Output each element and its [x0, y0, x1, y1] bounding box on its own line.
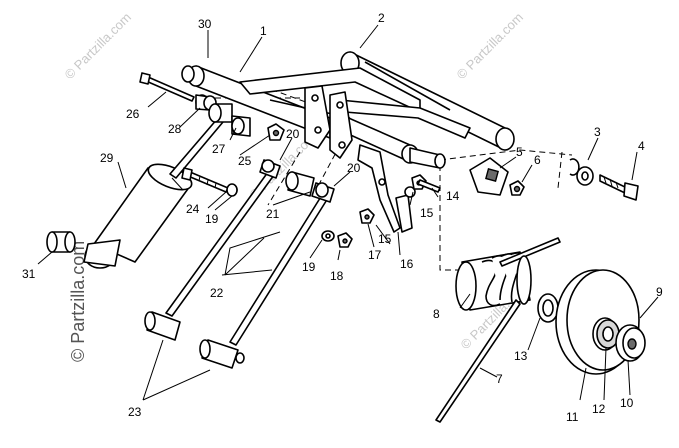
callout-23: 23 [128, 405, 142, 419]
bolt-26 [139, 72, 195, 102]
callout-19-lower: 19 [302, 260, 316, 274]
callout-30: 30 [198, 17, 212, 31]
mount-plate-right [329, 91, 353, 159]
nut-18 [337, 232, 353, 248]
nut-17 [359, 208, 375, 224]
shock-absorber-29 [83, 117, 224, 269]
spacer-23-right [199, 339, 245, 369]
watermark-vertical: © Partzilla.com [68, 241, 88, 362]
watermark: © Partzilla.com [62, 10, 135, 83]
callout-17: 17 [368, 248, 382, 262]
callout-29: 29 [100, 151, 114, 165]
bolt-14 [417, 179, 441, 193]
callout-7: 7 [496, 372, 503, 386]
callout-5: 5 [516, 145, 523, 159]
callout-2: 2 [378, 11, 385, 25]
callout-28: 28 [168, 122, 182, 136]
callout-6: 6 [534, 153, 541, 167]
spring-tail-7 [435, 299, 521, 423]
spacer-10 [615, 324, 646, 362]
callout-25: 25 [238, 154, 252, 168]
callout-1: 1 [260, 24, 267, 38]
mount-plate-left [304, 85, 331, 149]
spacer-23-left [144, 311, 181, 341]
watermark: © Partzilla.com [454, 10, 527, 83]
callout-3: 3 [594, 125, 601, 139]
upper-rod-1 [181, 65, 331, 139]
callout-27: 27 [212, 142, 226, 156]
callout-31: 31 [22, 267, 36, 281]
washer-13 [537, 293, 559, 323]
upper-rod-2 [340, 51, 515, 151]
callout-26: 26 [126, 107, 140, 121]
bracket-16 [357, 144, 413, 233]
callout-13: 13 [514, 349, 528, 363]
link-rod-22-left [165, 159, 281, 317]
callout-22: 22 [210, 286, 224, 300]
callout-24: 24 [186, 202, 200, 216]
nut-6 [509, 180, 525, 196]
callout-12: 12 [592, 402, 606, 416]
callout-14: 14 [446, 189, 460, 203]
spacer-31 [46, 231, 76, 253]
spring-spool-8 [455, 237, 561, 311]
nut-25 [267, 123, 285, 141]
callout-20-lower: 20 [347, 161, 361, 175]
callout-8: 8 [433, 307, 440, 321]
callout-11: 11 [566, 410, 579, 424]
bearing-12 [596, 319, 620, 349]
callout-10: 10 [620, 396, 634, 410]
cross-tube [334, 111, 446, 169]
bolt-4 [599, 174, 639, 201]
callout-18: 18 [330, 269, 344, 283]
washer-19-upper [226, 183, 238, 197]
callout-15-left: 15 [378, 232, 392, 246]
callout-20-upper: 20 [286, 127, 300, 141]
callout-9: 9 [656, 285, 663, 299]
link-rod-22-right [229, 182, 335, 346]
callout-15-right: 15 [420, 206, 434, 220]
callout-4: 4 [638, 139, 645, 153]
callout-19-upper: 19 [205, 212, 219, 226]
washer-19-lower [321, 230, 335, 242]
callout-16: 16 [400, 257, 414, 271]
clip-washer-3 [557, 151, 594, 189]
callout-21: 21 [266, 207, 280, 221]
spacer-27 [208, 103, 251, 137]
plate-5 [469, 157, 509, 196]
spacer-21 [285, 171, 315, 197]
